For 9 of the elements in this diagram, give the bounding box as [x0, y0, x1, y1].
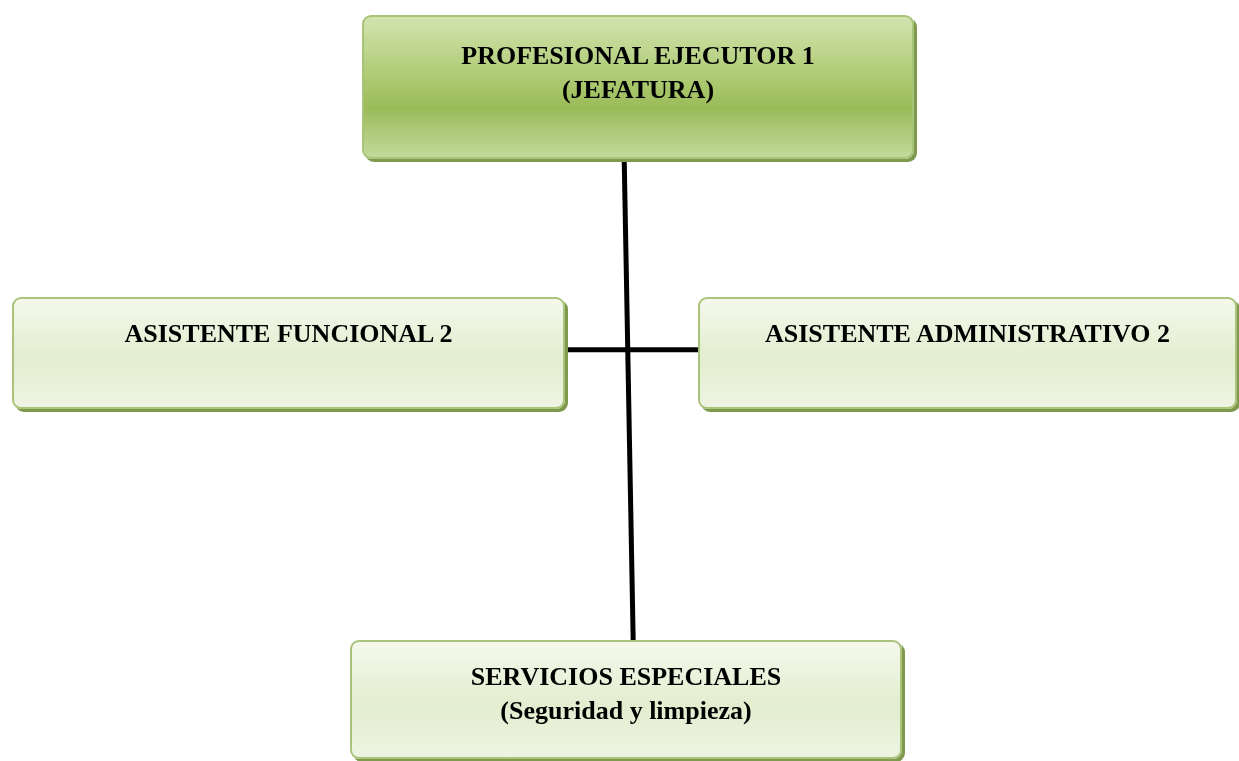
org-box	[362, 15, 914, 159]
org-box	[12, 297, 565, 409]
role-label: ASISTENTE ADMINISTRATIVO 2	[764, 318, 1171, 350]
role-label: SERVICIOS ESPECIALES (Seguridad y limpieza)	[469, 661, 783, 727]
connector-line	[565, 347, 698, 353]
org-box	[698, 297, 1237, 409]
org-box	[350, 640, 902, 759]
role-label: ASISTENTE FUNCIONAL 2	[123, 318, 454, 350]
role-label: PROFESIONAL EJECUTOR 1 (JEFATURA)	[460, 40, 816, 106]
